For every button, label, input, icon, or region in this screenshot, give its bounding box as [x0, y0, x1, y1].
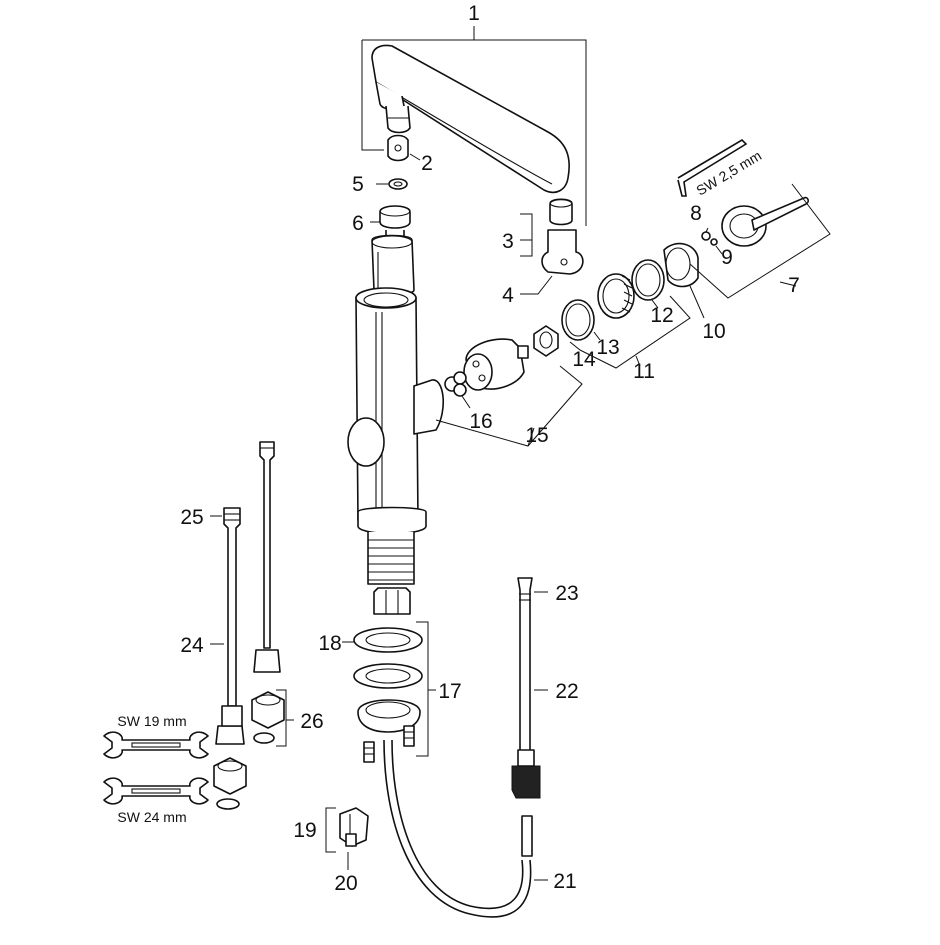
- label-16: 16: [469, 410, 492, 433]
- washer-17-part: [353, 663, 423, 689]
- label-14: 14: [572, 348, 596, 371]
- gasket-16-part: [444, 371, 467, 397]
- supply-hose-left: [215, 507, 245, 745]
- seal-ring-part: [388, 178, 408, 190]
- label-4: 4: [502, 284, 514, 307]
- thread-ring-13-part: [597, 273, 635, 319]
- aerator-part: [387, 134, 409, 162]
- label-7: 7: [788, 274, 800, 297]
- label-6: 6: [352, 212, 364, 235]
- oring-12-part: [631, 259, 665, 301]
- oring-13a-part: [561, 299, 595, 341]
- label-1: 1: [468, 2, 480, 25]
- label-15: 15: [525, 424, 548, 447]
- washer-18-part: [353, 627, 423, 653]
- label-24: 24: [180, 634, 204, 657]
- supply-hose-right: [253, 441, 281, 673]
- label-23: 23: [555, 582, 578, 605]
- leader-lines: [210, 26, 831, 881]
- wrench-24-label: SW 24 mm: [117, 809, 186, 825]
- label-25: 25: [180, 506, 203, 529]
- label-13: 13: [596, 336, 619, 359]
- compression-nut-part: [251, 691, 285, 744]
- label-2: 2: [421, 152, 433, 175]
- label-10: 10: [702, 320, 725, 343]
- label-9: 9: [721, 246, 733, 269]
- pullout-connector-part: [511, 577, 541, 799]
- hose-clip-part: [339, 807, 369, 847]
- faucet-body: [347, 234, 445, 615]
- hose-part: [383, 739, 533, 918]
- cap-10-part: [663, 242, 699, 288]
- spout-part: [371, 44, 570, 194]
- lever-handle-7-part: [721, 196, 809, 247]
- allen-key-icon: [677, 138, 748, 197]
- large-nut-part: [213, 757, 247, 810]
- clamp-plate-part: [357, 699, 421, 733]
- sleeve-3-part: [549, 198, 573, 226]
- label-18: 18: [318, 632, 341, 655]
- label-22: 22: [555, 680, 578, 703]
- wrench-19-label: SW 19 mm: [117, 713, 186, 729]
- label-20: 20: [334, 872, 357, 895]
- label-5: 5: [352, 173, 364, 196]
- label-21: 21: [553, 870, 576, 893]
- screw-right-part: [403, 725, 415, 747]
- washer-9-part: [710, 238, 718, 246]
- cartridge-15-part: [463, 338, 529, 391]
- part-number-labels: 1 2 3 4 5 6 7 8 9 10 11 12 13 14 15 16 1…: [180, 2, 800, 895]
- label-19: 19: [293, 819, 316, 842]
- screw-8-part: [701, 231, 711, 241]
- screw-left-part: [363, 741, 375, 763]
- diverter-4-part: [541, 229, 584, 275]
- wrench-19-icon: [103, 731, 209, 759]
- label-11: 11: [633, 360, 655, 383]
- nut-14-part: [533, 325, 559, 357]
- label-26: 26: [300, 710, 323, 733]
- label-8: 8: [690, 202, 702, 225]
- wrench-24-icon: [103, 777, 209, 805]
- label-17: 17: [438, 680, 461, 703]
- label-3: 3: [502, 230, 514, 253]
- label-12: 12: [650, 304, 673, 327]
